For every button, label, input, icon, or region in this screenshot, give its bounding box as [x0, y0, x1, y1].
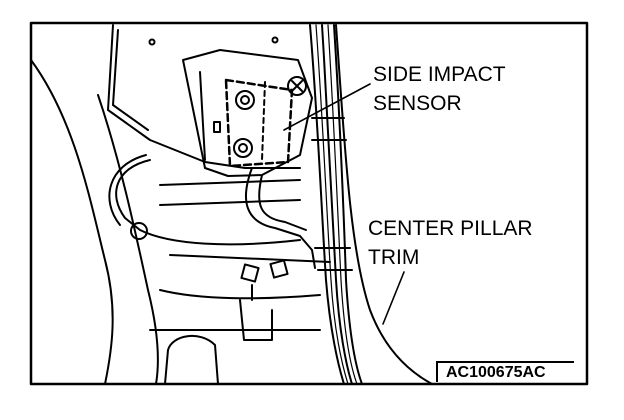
pillar-profile-inner	[97, 94, 159, 385]
harness-bundle	[321, 24, 353, 385]
sensor-inner	[261, 81, 266, 161]
cable-left-b	[108, 154, 147, 226]
figure-frame	[29, 21, 589, 386]
bracket-bolt-icon	[287, 76, 307, 96]
floor-panel	[159, 179, 331, 263]
grommet-icon	[130, 222, 148, 240]
sensor-nut-upper-icon	[235, 90, 255, 110]
trim-leader-line	[382, 271, 405, 325]
harness-bundle	[309, 24, 345, 385]
sensor-nut-upper-core	[240, 95, 250, 105]
upper-body-panel-edge	[112, 29, 149, 131]
sensor-wire	[245, 167, 316, 269]
sensor-nut-lower-core	[238, 143, 248, 153]
sensor-bracket	[182, 49, 313, 177]
trim-label-line-2: TRIM	[368, 246, 420, 269]
sensor-tab	[213, 121, 221, 133]
clip-icon	[240, 263, 260, 283]
side-impact-sensor-icon	[224, 78, 294, 168]
cable-left	[115, 159, 301, 246]
clip-icon	[269, 259, 289, 279]
pillar-profile-left	[30, 59, 114, 385]
sensor-bracket-flange	[199, 71, 206, 161]
panel-hole	[148, 38, 156, 46]
bracket-bolt-cross	[291, 80, 303, 92]
harness-bundle	[315, 24, 358, 385]
sensor-label-line-1: SIDE IMPACT	[373, 63, 506, 86]
lower-panel	[149, 289, 321, 331]
panel-hole	[271, 36, 279, 44]
lower-bracket	[239, 299, 273, 341]
harness-strap	[311, 117, 353, 271]
upper-body-panel	[107, 24, 301, 169]
sensor-wire-b	[258, 174, 307, 231]
sensor-leader-line	[283, 83, 371, 131]
figure-code: AC100675AC	[436, 361, 574, 382]
center-pillar-trim-icon	[335, 24, 433, 385]
sensor-nut-lower-icon	[233, 138, 253, 158]
sensor-label-line-2: SENSOR	[373, 92, 462, 115]
trim-label-line-1: CENTER PILLAR	[368, 217, 533, 240]
seat-belt-anchor	[164, 334, 219, 385]
harness-bundle	[333, 24, 363, 385]
